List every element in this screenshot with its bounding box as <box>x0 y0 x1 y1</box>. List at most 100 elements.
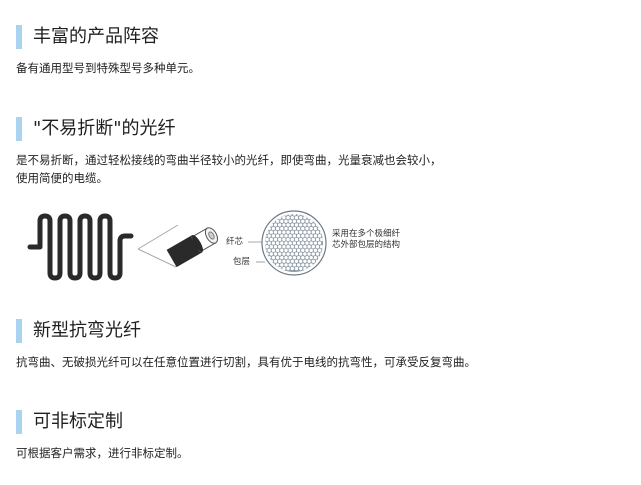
fiber-core-dot <box>305 226 309 231</box>
fiber-core-dot <box>307 259 311 263</box>
fiber-core-dot <box>275 226 280 231</box>
fiber-core-dot <box>271 226 276 231</box>
fiber-core-dot <box>299 215 303 220</box>
description-line: 备有通用型号到特殊型号多种单元。 <box>16 61 200 75</box>
fiber-core-dot <box>299 245 303 249</box>
fiber-core-dot <box>278 230 282 234</box>
fiber-core-dot <box>286 230 290 234</box>
fiber-illustration <box>27 210 327 281</box>
fiber-core-dot <box>307 223 311 227</box>
fiber-core-dot <box>286 252 290 256</box>
section-description: 可根据客户需求，进行非标定制。 <box>16 444 641 462</box>
fiber-core-dot <box>299 266 303 271</box>
fiber-core-dot <box>280 255 284 260</box>
fiber-core-dot <box>296 241 301 245</box>
fiber-core-dot <box>265 219 267 223</box>
fiber-core-dot <box>290 259 294 263</box>
fiber-core-dot <box>269 252 273 256</box>
fiber-core-dot <box>313 226 318 231</box>
fiber-core-dot <box>294 215 299 220</box>
fiber-core-dot <box>292 226 297 231</box>
structure-note-line: 芯外部包层的结构 <box>332 240 401 250</box>
fiber-core-dot <box>286 245 290 249</box>
fiber-core-dot <box>273 245 278 249</box>
fiber-core-dot <box>303 230 307 234</box>
fiber-core-dot <box>294 230 299 234</box>
fiber-core-dot <box>307 245 311 249</box>
fiber-core-dot <box>290 252 294 256</box>
fiber-core-dot <box>265 237 269 242</box>
fiber-core-dot <box>315 252 320 256</box>
fiber-core-dot <box>320 266 323 271</box>
fiber-core-dot <box>284 241 288 245</box>
fiber-core-dot <box>282 259 286 263</box>
fiber-core-dot <box>301 255 305 260</box>
fiber-core-dot <box>315 215 320 220</box>
fiber-core-dot <box>288 219 292 223</box>
fiber-core-dot <box>267 234 271 238</box>
fiber-structure-figure: 纤芯 包层 采用在多个极细纤 芯外部包层的结构 <box>0 207 641 287</box>
fiber-core-dot <box>265 214 267 216</box>
magnify-line <box>137 224 179 250</box>
fiber-core-dot <box>288 226 292 231</box>
fiber-core-dot <box>271 234 276 238</box>
fiber-core-dot <box>313 234 318 238</box>
fiber-core-dot <box>280 263 284 267</box>
section-heading: "不易折断"的光纤 <box>0 117 641 141</box>
fiber-core-dot <box>296 263 301 267</box>
fiber-core-dot <box>267 248 271 253</box>
magnify-line <box>137 248 177 268</box>
fiber-core-dot <box>311 237 315 242</box>
core-label: 纤芯 <box>226 237 244 247</box>
fiber-core-dot <box>282 245 286 249</box>
fiber-core-dot <box>294 266 299 271</box>
fiber-core-dot <box>282 252 286 256</box>
fiber-core-dot <box>280 241 284 245</box>
fiber-core-dot <box>278 237 282 242</box>
section-description: 是不易折断，通过轻松接线的弯曲半径较小的光纤，即使弯曲，光量衰减也会较小， 使用… <box>16 151 641 187</box>
section-title: 可非标定制 <box>33 411 123 432</box>
fiber-core-dot <box>275 255 280 260</box>
accent-bar <box>16 319 22 343</box>
fiber-core-dot <box>275 219 280 223</box>
fiber-core-dot <box>282 266 286 271</box>
fiber-core-dot <box>307 230 311 234</box>
section-title: 丰富的产品阵容 <box>33 26 159 47</box>
fiber-core-dot <box>280 248 284 253</box>
fiber-core-dot <box>301 248 305 253</box>
fiber-core-dot <box>313 248 318 253</box>
fiber-core-dot <box>315 237 320 242</box>
fiber-core-dot <box>288 263 292 267</box>
fiber-core-dot <box>303 259 307 263</box>
fiber-core-dot <box>282 215 286 220</box>
fiber-core-dot <box>305 219 309 223</box>
fiber-core-dot <box>273 237 278 242</box>
fiber-core-dot <box>299 252 303 256</box>
fiber-core-dot <box>273 259 278 263</box>
bent-cable-illustration <box>27 213 134 281</box>
section-heading: 可非标定制 <box>0 410 641 434</box>
fiber-core-dot <box>284 248 288 253</box>
fiber-core-dot <box>303 223 307 227</box>
fiber-core-dot <box>290 215 294 220</box>
fiber-core-dot <box>296 255 301 260</box>
fiber-core-dot <box>290 266 294 271</box>
fiber-core-dot <box>294 237 299 242</box>
fiber-core-dot <box>286 266 290 271</box>
fiber-core-dot <box>284 226 288 231</box>
fiber-core-dot <box>309 234 313 238</box>
accent-bar <box>16 25 22 49</box>
fiber-core-dot <box>317 241 322 245</box>
fiber-core-dot <box>282 230 286 234</box>
fiber-core-dot <box>290 230 294 234</box>
fiber-core-dot <box>265 263 267 267</box>
description-line: 使用简便的电缆。 <box>16 171 108 185</box>
fiber-core-dot <box>284 219 288 223</box>
fiber-core-dot <box>271 214 276 216</box>
section-title: "不易折断"的光纤 <box>33 118 176 139</box>
structure-note-line: 采用在多个极细纤 <box>332 229 401 239</box>
fiber-core-dot <box>309 226 313 231</box>
fiber-core-dot <box>311 259 315 263</box>
fiber-core-dot <box>269 245 273 249</box>
accent-bar <box>16 410 22 434</box>
